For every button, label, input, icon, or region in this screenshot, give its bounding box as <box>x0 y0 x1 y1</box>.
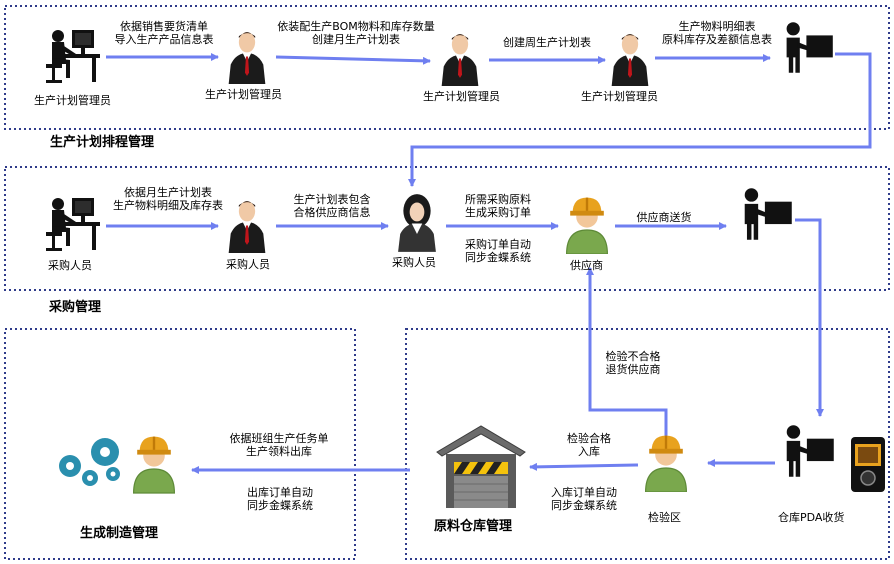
section-title-planning: 生产计划排程管理 <box>50 135 155 150</box>
flow-label-f3: 创建周生产计划表 <box>503 36 591 49</box>
actor-label-inspection: 检验区 <box>648 511 681 524</box>
flow-label-p1-line2: 生产物料明细及库存表 <box>113 199 223 212</box>
planner-icon-3 <box>441 34 479 86</box>
flow-label-p4-line2: 同步金蝶系统 <box>465 251 531 264</box>
flow-label-p3: 所需采购原料 生成采购订单 <box>450 193 546 219</box>
section-title-procurement: 采购管理 <box>49 300 102 315</box>
flow-label-w1-line2: 退货供应商 <box>605 363 661 376</box>
flow-label-m2-line1: 出库订单自动 <box>247 486 313 499</box>
flow-label-w3-line1: 入库订单自动 <box>551 486 617 499</box>
actor-label-purchaser-2: 采购人员 <box>226 258 270 271</box>
procurement-section-border <box>4 166 890 291</box>
flow-label-w3: 入库订单自动 同步金蝶系统 <box>542 486 626 512</box>
arrow-return-supplier <box>586 267 668 436</box>
gears-icon <box>59 438 120 486</box>
pda-device-icon <box>851 437 885 492</box>
arrow-f2 <box>275 55 431 65</box>
flow-label-f2: 依装配生产BOM物料和库存数量 创建月生产计划表 <box>266 20 446 46</box>
section-title-manufacturing: 生成制造管理 <box>80 526 159 541</box>
actor-label-purchaser-3: 采购人员 <box>392 256 436 269</box>
flow-label-p4: 采购订单自动 同步金蝶系统 <box>450 238 546 264</box>
planner-icon-2 <box>228 32 266 84</box>
flow-label-m1-line2: 生产领料出库 <box>246 445 312 458</box>
actor-label-pda: 仓库PDA收货 <box>778 511 845 524</box>
warehouse-building-icon <box>436 425 526 508</box>
flow-label-p1: 依据月生产计划表 生产物料明细及库存表 <box>106 186 230 212</box>
flow-label-f4-line1: 生产物料明细表 <box>678 20 756 33</box>
warehouse-section-border <box>405 328 890 560</box>
actor-label-supplier: 供应商 <box>570 259 603 272</box>
flow-label-w1-line1: 检验不合格 <box>605 350 661 363</box>
flow-label-m1-line1: 依据班组生产任务单 <box>229 432 329 445</box>
actor-label-planner-1: 生产计划管理员 <box>34 94 111 107</box>
purchaser-woman-icon <box>398 194 436 252</box>
flow-label-f1: 依据销售要货清单 导入生产产品信息表 <box>108 20 220 46</box>
planner-desk-icon <box>46 30 100 83</box>
supplier-worker-icon <box>565 196 609 254</box>
carrier-icon-planning <box>786 22 833 73</box>
arrow-procurement-to-warehouse <box>795 218 824 417</box>
flow-label-f2-line1: 依装配生产BOM物料和库存数量 <box>277 20 435 33</box>
flow-label-w2-line1: 检验合格 <box>567 432 611 445</box>
section-title-warehouse: 原料仓库管理 <box>434 519 513 534</box>
flow-label-p5: 供应商送货 <box>636 211 692 224</box>
manufacturing-section-border <box>4 328 356 560</box>
planner-icon-4 <box>611 34 649 86</box>
flow-label-f4-line2: 原料库存及差额信息表 <box>662 33 772 46</box>
flow-label-w1: 检验不合格 退货供应商 <box>596 350 670 376</box>
flow-label-m1: 依据班组生产任务单 生产领料出库 <box>216 432 342 458</box>
flow-label-w3-line2: 同步金蝶系统 <box>551 499 617 512</box>
flow-label-f4: 生产物料明细表 原料库存及差额信息表 <box>652 20 782 46</box>
arrow-planning-to-procurement <box>408 52 872 187</box>
flow-label-w2-line2: 入库 <box>578 445 600 458</box>
arrow-inspection-to-warehouse <box>529 462 639 471</box>
flow-label-p2-line2: 合格供应商信息 <box>293 206 371 219</box>
flow-label-p3-line1: 所需采购原料 <box>465 193 531 206</box>
purchaser-icon-2 <box>228 201 266 253</box>
flow-label-f1-line2: 导入生产产品信息表 <box>114 33 214 46</box>
flow-label-p2: 生产计划表包含 合格供应商信息 <box>282 193 382 219</box>
inspection-worker-icon <box>644 434 688 492</box>
flow-label-p1-line1: 依据月生产计划表 <box>124 186 212 199</box>
planning-section-border <box>4 5 890 130</box>
carrier-icon-pda <box>786 425 834 477</box>
flow-label-p2-line1: 生产计划表包含 <box>293 193 371 206</box>
flow-label-m2: 出库订单自动 同步金蝶系统 <box>232 486 328 512</box>
actor-label-planner-2: 生产计划管理员 <box>205 88 282 101</box>
flow-label-w2: 检验合格 入库 <box>556 432 622 458</box>
purchaser-desk-icon <box>46 198 100 251</box>
flow-label-p4-line1: 采购订单自动 <box>465 238 531 251</box>
flow-label-f2-line2: 创建月生产计划表 <box>312 33 400 46</box>
flow-label-f1-line1: 依据销售要货清单 <box>120 20 208 33</box>
actor-label-planner-4: 生产计划管理员 <box>581 90 658 103</box>
actor-label-purchaser-1: 采购人员 <box>48 259 92 272</box>
flow-label-p3-line2: 生成采购订单 <box>465 206 531 219</box>
actor-label-planner-3: 生产计划管理员 <box>423 90 500 103</box>
flow-label-m2-line2: 同步金蝶系统 <box>247 499 313 512</box>
manufacturing-worker-icon <box>132 435 176 494</box>
carrier-icon-procurement <box>744 188 792 240</box>
